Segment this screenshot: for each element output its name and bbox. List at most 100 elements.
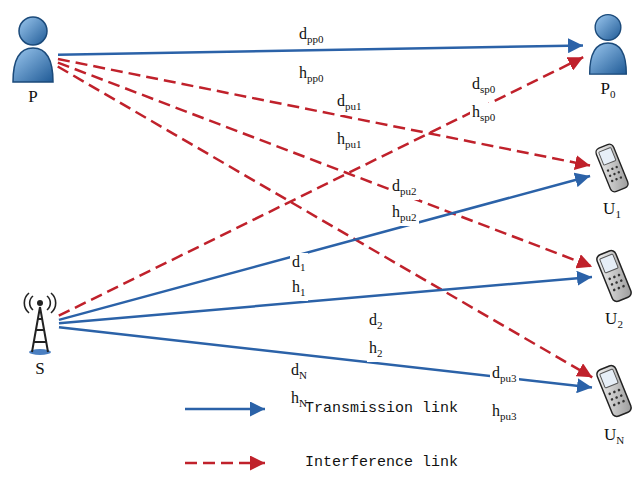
symbol-base: h — [299, 64, 307, 81]
text-line: h2 — [367, 334, 385, 362]
interference-link — [59, 57, 583, 316]
legend-text: Transmission link — [305, 399, 458, 419]
text-line: dsp0 — [470, 70, 497, 98]
symbol-base: d — [292, 253, 300, 270]
interference-link — [58, 66, 593, 377]
symbol-subscript: pu3 — [500, 372, 517, 384]
text-patch: hsp0 — [470, 103, 497, 126]
link-label: dpu3 hpu3 — [490, 354, 519, 430]
person-node: P0 — [585, 10, 631, 103]
symbol-subscript: pp0 — [307, 72, 324, 84]
link-label: dsp0 hsp0 — [470, 70, 497, 126]
symbol-subscript: N — [299, 369, 307, 381]
text-patch: U1 — [601, 200, 623, 223]
node-label: U2 — [601, 309, 627, 333]
transmission-link — [59, 176, 590, 320]
symbol-base: d — [337, 92, 345, 109]
text-line: hsp0 — [470, 98, 497, 126]
symbol-subscript: 1 — [300, 261, 306, 273]
text-line: h1 — [290, 276, 308, 301]
text-line: dpu1 — [335, 82, 364, 120]
transmission-link — [59, 277, 592, 323]
link-label: dpp0 hpp0 — [297, 14, 326, 92]
base-station-icon — [23, 290, 57, 356]
symbol-base: d — [291, 361, 299, 378]
symbol-subscript: pu2 — [400, 185, 417, 197]
symbol-subscript: 1 — [615, 208, 621, 220]
symbol-subscript: sp0 — [480, 83, 495, 95]
symbol-base: U — [604, 425, 616, 444]
link-label: dpu1 hpu1 — [335, 82, 364, 158]
text-patch: hpp0 — [297, 64, 326, 87]
symbol-subscript: N — [616, 434, 624, 446]
text-line: dN — [289, 356, 309, 384]
text-line: d1 — [290, 251, 308, 276]
text-patch: h2 — [367, 339, 385, 362]
symbol-subscript: 2 — [617, 318, 623, 330]
symbol-subscript: 2 — [377, 319, 383, 331]
interference-sample — [185, 462, 265, 465]
symbol-base: d — [369, 311, 377, 328]
link-label: dpu2 hpu2 — [390, 174, 419, 226]
text-patch: dpu3 — [490, 364, 519, 387]
person-node: P — [10, 12, 56, 107]
phone-node: U1 — [592, 140, 632, 223]
text-line: hpp0 — [297, 53, 326, 92]
text-patch: hpu2 — [390, 203, 419, 226]
phone-icon — [592, 140, 632, 196]
transmission-sample — [185, 408, 265, 411]
text-patch: U2 — [603, 310, 625, 333]
symbol-subscript: pu3 — [500, 410, 517, 422]
antenna-node: S — [23, 290, 57, 379]
text-patch: UN — [602, 426, 626, 449]
symbol-base: P — [601, 79, 610, 98]
phone-icon — [594, 246, 634, 306]
text-patch: P0 — [599, 80, 618, 103]
text-patch: hpu3 — [490, 402, 519, 425]
text-patch: dpu2 — [390, 177, 419, 200]
text-line: U1 — [601, 199, 623, 223]
symbol-subscript: 2 — [377, 347, 383, 359]
text-line: S — [33, 359, 46, 379]
phone-icon — [594, 360, 634, 422]
symbol-subscript: pu1 — [345, 138, 362, 150]
text-line: hpu2 — [390, 200, 419, 226]
text-patch: d1 — [290, 253, 308, 276]
text-patch: hpu1 — [335, 130, 364, 153]
symbol-base: h — [337, 130, 345, 147]
symbol-subscript: 0 — [610, 88, 616, 100]
symbol-base: U — [605, 309, 617, 328]
symbol-base: h — [472, 103, 480, 120]
transmission-link — [59, 327, 592, 387]
symbol-base: d — [299, 25, 307, 42]
link-label: d1 h1 — [290, 251, 308, 301]
text-line: dpu3 — [490, 354, 519, 392]
interference-link — [58, 63, 592, 267]
text-patch: dsp0 — [470, 75, 497, 98]
node-label: P — [24, 87, 41, 107]
symbol-subscript: pu1 — [345, 100, 362, 112]
symbol-subscript: pp0 — [307, 33, 324, 45]
text-line: P — [26, 87, 39, 107]
symbol-base: d — [492, 364, 500, 381]
symbol-base: S — [35, 359, 44, 378]
text-patch: S — [33, 360, 46, 378]
link-label: d2 h2 — [367, 306, 385, 362]
text-patch: dN — [289, 361, 309, 384]
symbol-base: h — [292, 278, 300, 295]
text-patch: h1 — [290, 278, 308, 301]
text-line: dpp0 — [297, 14, 326, 53]
person-icon — [585, 10, 631, 76]
text-line: hpu3 — [490, 392, 519, 430]
phone-node: UN — [594, 360, 634, 449]
node-label: UN — [600, 425, 628, 449]
symbol-subscript: 1 — [300, 286, 306, 298]
symbol-base: h — [392, 203, 400, 220]
symbol-base: h — [291, 389, 299, 406]
symbol-base: P — [28, 87, 37, 106]
symbol-base: d — [472, 75, 480, 92]
symbol-base: d — [392, 177, 400, 194]
symbol-base: h — [492, 402, 500, 419]
text-line: U2 — [603, 309, 625, 333]
text-patch: dpu1 — [335, 92, 364, 115]
